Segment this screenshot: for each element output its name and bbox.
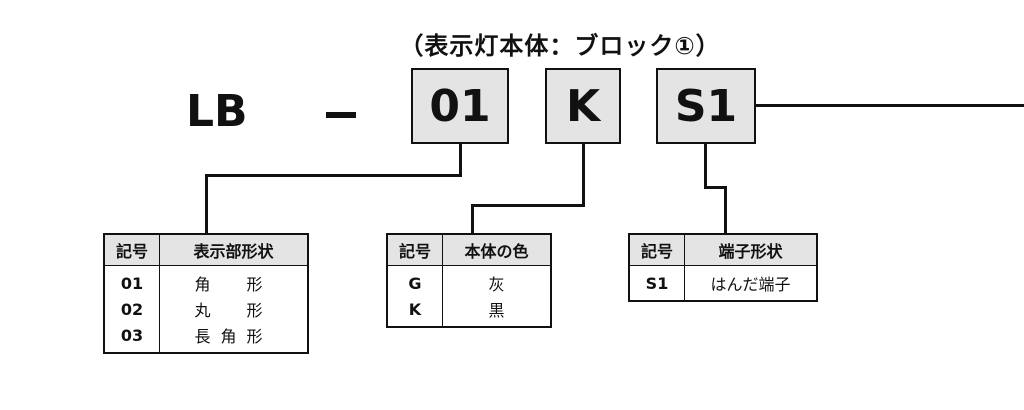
table-row: 01 角 形 [104, 265, 308, 296]
row-value: 黒 [488, 301, 505, 320]
table-row: G 灰 [387, 265, 551, 296]
row-value: はんだ端子 [710, 275, 791, 294]
table-row: 02 丸 形 [104, 296, 308, 322]
row-value: 長角形 [194, 327, 273, 346]
row-value: 灰 [488, 275, 505, 294]
table-header-code: 記号 [629, 234, 685, 266]
row-value: 角 形 [194, 275, 273, 294]
color-connector-h [471, 204, 585, 207]
color-connector-v1 [582, 144, 585, 206]
table-row: K 黒 [387, 296, 551, 327]
table-row: 03 長角形 [104, 322, 308, 353]
shape-connector-v1 [459, 144, 462, 176]
shape-code: 01 [429, 80, 491, 132]
row-code: G [387, 265, 443, 296]
row-code: 01 [104, 265, 160, 296]
model-prefix: LB [186, 86, 248, 137]
table-header-code: 記号 [104, 234, 160, 266]
diagram-title: （表示灯本体：ブロック①） [399, 32, 721, 60]
terminal-code-box: S1 [656, 68, 756, 144]
row-value: 丸 形 [194, 301, 273, 320]
color-spec-table: 記号 本体の色 G 灰 K 黒 [386, 233, 552, 328]
row-code: 03 [104, 322, 160, 353]
color-code: K [565, 80, 601, 132]
separator-dash [326, 112, 356, 118]
color-connector-v2 [471, 204, 474, 233]
table-header-terminal: 端子形状 [684, 234, 817, 266]
table-header-color: 本体の色 [442, 234, 551, 266]
table-header-code: 記号 [387, 234, 443, 266]
shape-connector-h [205, 174, 462, 177]
table-row: S1 はんだ端子 [629, 265, 817, 301]
row-code: K [387, 296, 443, 327]
terminal-spec-table: 記号 端子形状 S1 はんだ端子 [628, 233, 818, 302]
shape-spec-table: 記号 表示部形状 01 角 形 02 丸 形 03 長角形 [103, 233, 309, 354]
terminal-connector-v1 [704, 144, 707, 188]
shape-code-box: 01 [411, 68, 509, 144]
row-code: S1 [629, 265, 685, 301]
row-code: 02 [104, 296, 160, 322]
terminal-code: S1 [674, 80, 738, 132]
color-code-box: K [545, 68, 621, 144]
terminal-connector-h [704, 186, 727, 189]
terminal-connector-v2 [724, 186, 727, 233]
shape-connector-v2 [205, 174, 208, 233]
table-header-shape: 表示部形状 [159, 234, 308, 266]
continuation-line [756, 104, 1024, 107]
